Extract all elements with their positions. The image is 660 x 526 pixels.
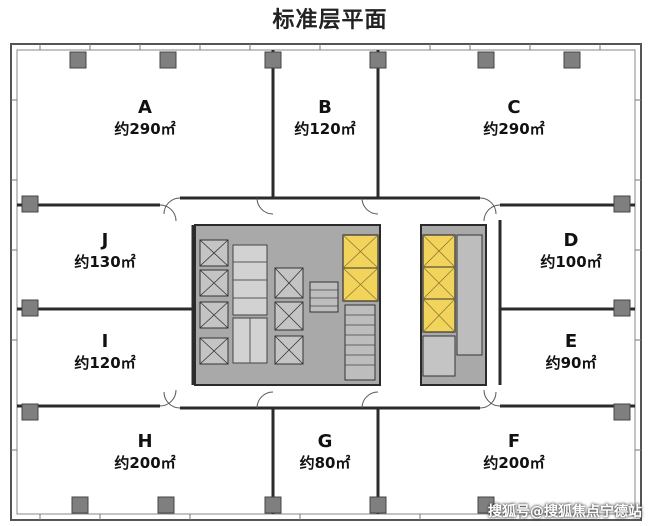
unit-area: 约200㎡ [483, 454, 545, 472]
facade-mullions [11, 44, 641, 520]
unit-letter: H [137, 431, 153, 452]
unit-A: A 约290㎡ [95, 97, 195, 139]
unit-letter: B [318, 97, 332, 118]
door-arcs [159, 197, 501, 409]
watermark-text: 搜狐号@搜狐焦点宁德站 [488, 504, 642, 520]
unit-letter: E [564, 331, 578, 352]
building-inner-outline [16, 49, 636, 515]
unit-E: E 约90㎡ [521, 331, 621, 373]
unit-area: 约290㎡ [483, 120, 545, 138]
unit-letter: J [101, 230, 109, 251]
watermark: 搜狐号@搜狐焦点宁德站 [488, 501, 642, 521]
unit-area: 约200㎡ [114, 454, 176, 472]
unit-area: 约80㎡ [299, 454, 351, 472]
unit-G: G 约80㎡ [275, 431, 375, 473]
unit-J: J 约130㎡ [55, 230, 155, 272]
unit-letter: D [563, 230, 579, 251]
page-title: 标准层平面 [272, 8, 388, 33]
unit-C: C 约290㎡ [464, 97, 564, 139]
structural-columns [21, 51, 631, 514]
unit-F: F 约200㎡ [464, 431, 564, 473]
unit-I: I 约120㎡ [55, 331, 155, 373]
partition-walls [17, 50, 635, 514]
unit-D: D 约100㎡ [521, 230, 621, 272]
highlighted-elevators-right [422, 234, 456, 333]
unit-letter: F [507, 431, 521, 452]
right-core [420, 224, 487, 386]
unit-letter: G [317, 431, 333, 452]
unit-area: 约120㎡ [74, 354, 136, 372]
unit-letter: A [138, 97, 152, 118]
left-core [194, 224, 381, 386]
unit-H: H 约200㎡ [95, 431, 195, 473]
unit-letter: I [101, 331, 109, 352]
unit-area: 约130㎡ [74, 253, 136, 271]
unit-area: 约290㎡ [114, 120, 176, 138]
unit-B: B 约120㎡ [275, 97, 375, 139]
unit-letter: C [507, 97, 521, 118]
highlighted-elevators-left [342, 234, 379, 302]
unit-area: 约120㎡ [294, 120, 356, 138]
unit-area: 约90㎡ [545, 354, 597, 372]
building-outline [10, 43, 642, 521]
unit-area: 约100㎡ [540, 253, 602, 271]
